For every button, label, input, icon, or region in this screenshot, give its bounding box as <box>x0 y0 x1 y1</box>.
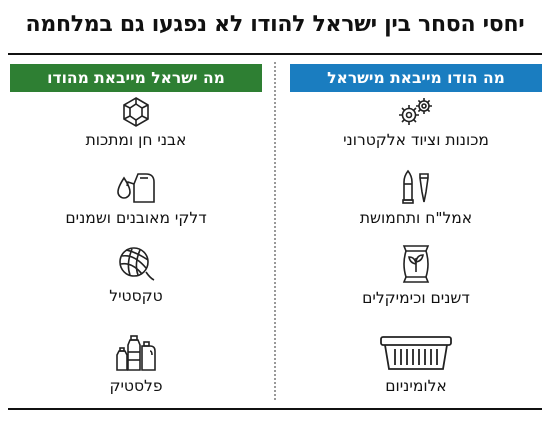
bottom-rule <box>8 408 542 410</box>
fertilizer-bag-icon <box>402 245 430 283</box>
aluminum-tray-icon <box>380 336 452 370</box>
fuel-canister-icon <box>117 173 155 203</box>
list-item-ammunition: אמל"ח ותחמושת <box>296 166 536 228</box>
item-label: פלסטיק <box>109 377 163 395</box>
item-label: אבני חן ומתכות <box>85 131 187 149</box>
india-imports-header: מה הודו מייבאת מישראל <box>290 64 542 92</box>
item-label: טקסטיל <box>109 287 163 305</box>
plastic-bottles-icon <box>116 335 156 371</box>
item-label: מכונות וציוד אלקטרוני <box>343 131 489 149</box>
list-item-textile: טקסטיל <box>16 244 256 306</box>
list-item-gems: אבני חן ומתכות <box>16 96 256 150</box>
israel-imports-header: מה ישראל מייבאת מהודו <box>10 64 262 92</box>
item-label: דלקי מאובנים ושמנים <box>65 209 207 227</box>
list-item-plastic: פלסטיק <box>16 332 256 396</box>
gears-icon <box>399 98 432 125</box>
column-divider <box>274 62 276 400</box>
item-label: דשנים וכימיקלים <box>362 289 470 307</box>
page-title: יחסי הסחר בין ישראל להודו לא נפגעו גם במ… <box>25 12 525 37</box>
top-rule <box>8 53 542 55</box>
gemstone-icon <box>123 97 149 127</box>
list-item-aluminum: אלומיניום <box>296 334 536 396</box>
item-label: אלומיניום <box>385 377 447 395</box>
list-item-machinery: מכונות וציוד אלקטרוני <box>296 96 536 150</box>
item-label: אמל"ח ותחמושת <box>359 209 473 227</box>
ammunition-icon <box>402 169 429 204</box>
yarn-ball-icon <box>119 247 155 281</box>
list-item-fertilizers: דשנים וכימיקלים <box>296 242 536 308</box>
list-item-fuels: דלקי מאובנים ושמנים <box>16 170 256 228</box>
